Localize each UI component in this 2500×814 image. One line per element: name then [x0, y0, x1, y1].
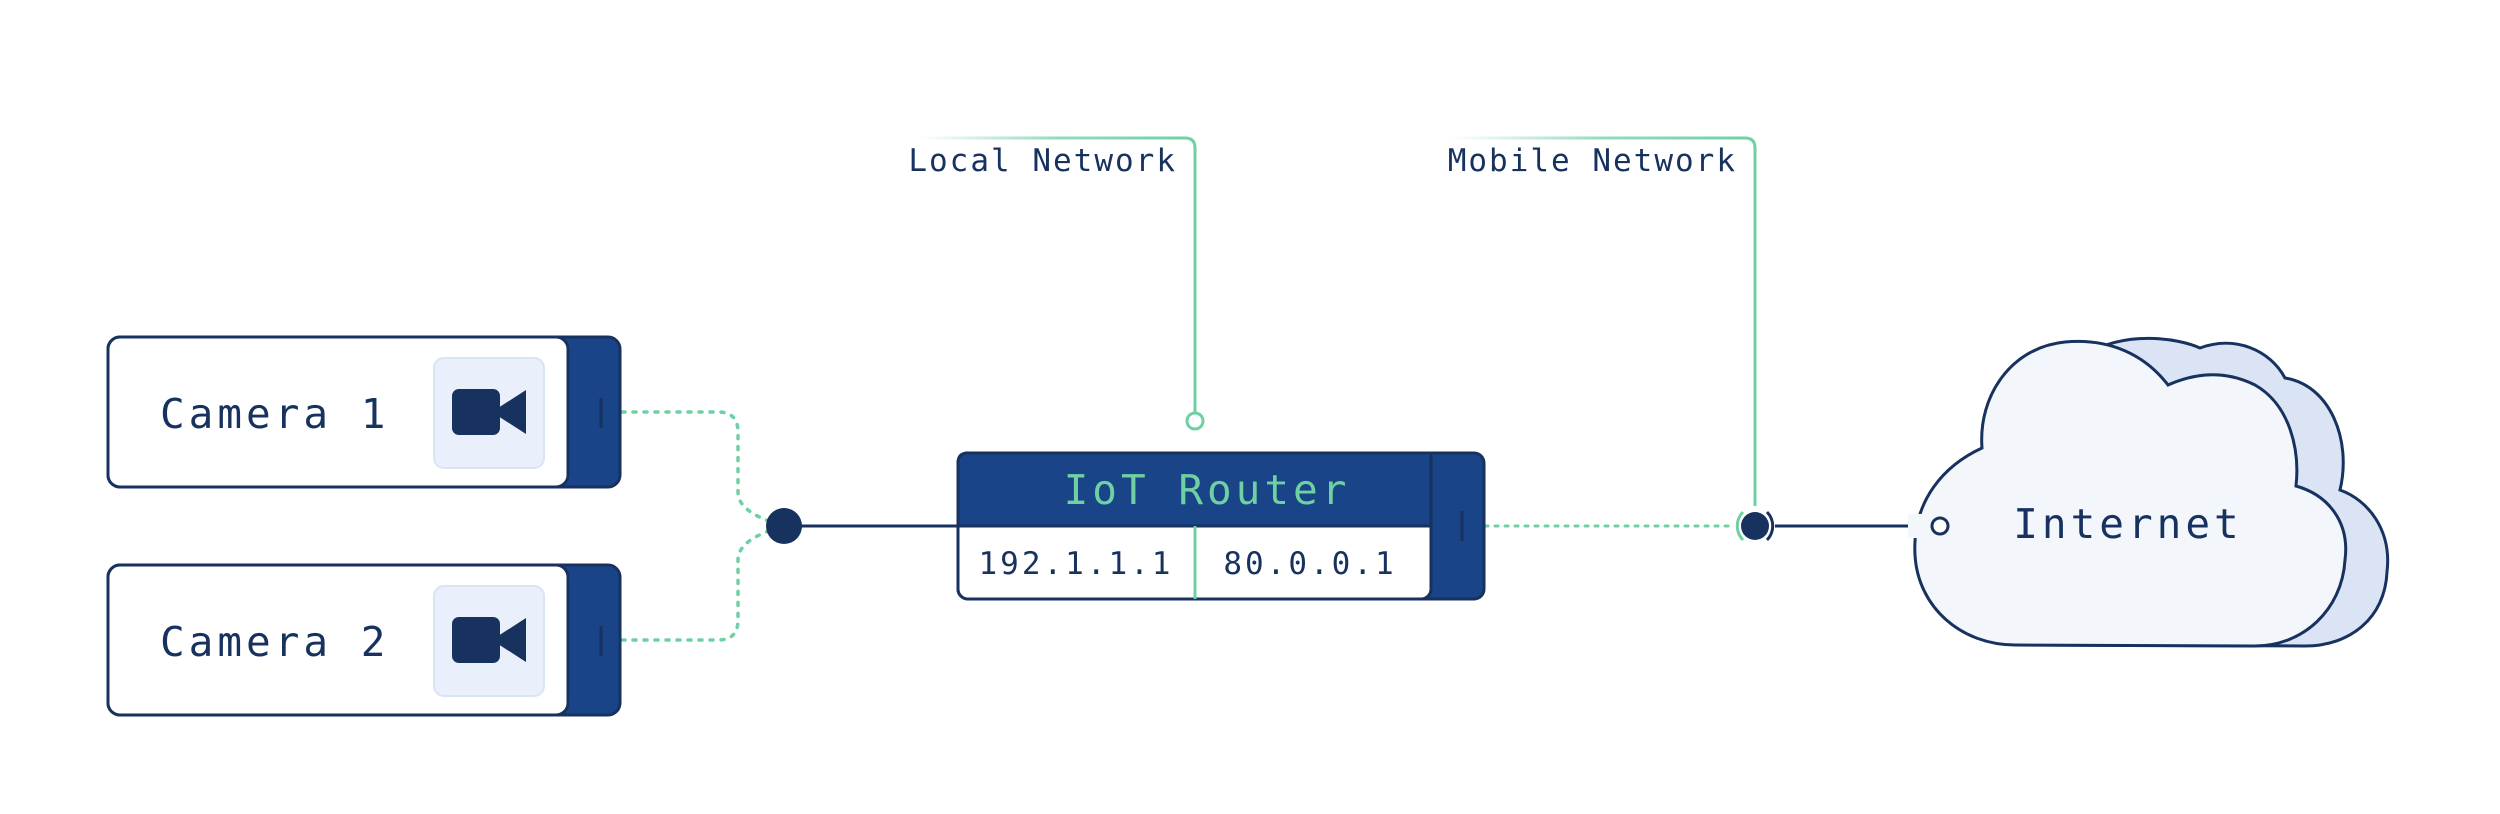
camera-1-label: Camera 1: [160, 390, 389, 438]
local-network-port-dot: [1185, 411, 1205, 431]
camera-2-label: Camera 2: [160, 618, 389, 666]
camera-2-connector: [598, 526, 780, 642]
camera-2-card[interactable]: Camera 2: [106, 563, 622, 717]
camera-1-connector: [598, 410, 780, 526]
internet-label: Internet: [2013, 500, 2242, 548]
camera-connectors: [598, 410, 780, 642]
junction-node: [766, 508, 802, 544]
camera-junction: [766, 508, 960, 544]
mobile-network-label: Mobile Network: [1448, 143, 1737, 179]
mobile-network-node: [1735, 510, 1950, 542]
local-network-label: Local Network: [908, 143, 1177, 179]
camera-1-card[interactable]: Camera 1: [106, 335, 622, 489]
router-local-ip: 192.1.1.1: [979, 546, 1174, 582]
cloud-icon: [1913, 336, 2390, 648]
router-mobile-ip: 80.0.0.1: [1223, 546, 1396, 582]
router-title: IoT Router: [1064, 466, 1351, 514]
video-camera-icon: [433, 585, 545, 697]
mobile-network-callout: Mobile Network: [1448, 136, 1757, 506]
internet-cloud: Internet: [1908, 336, 2390, 648]
video-camera-icon: [433, 357, 545, 469]
local-network-callout: Local Network: [908, 136, 1205, 431]
iot-router[interactable]: IoT Router 192.1.1.1 80.0.0.1: [956, 451, 1486, 601]
